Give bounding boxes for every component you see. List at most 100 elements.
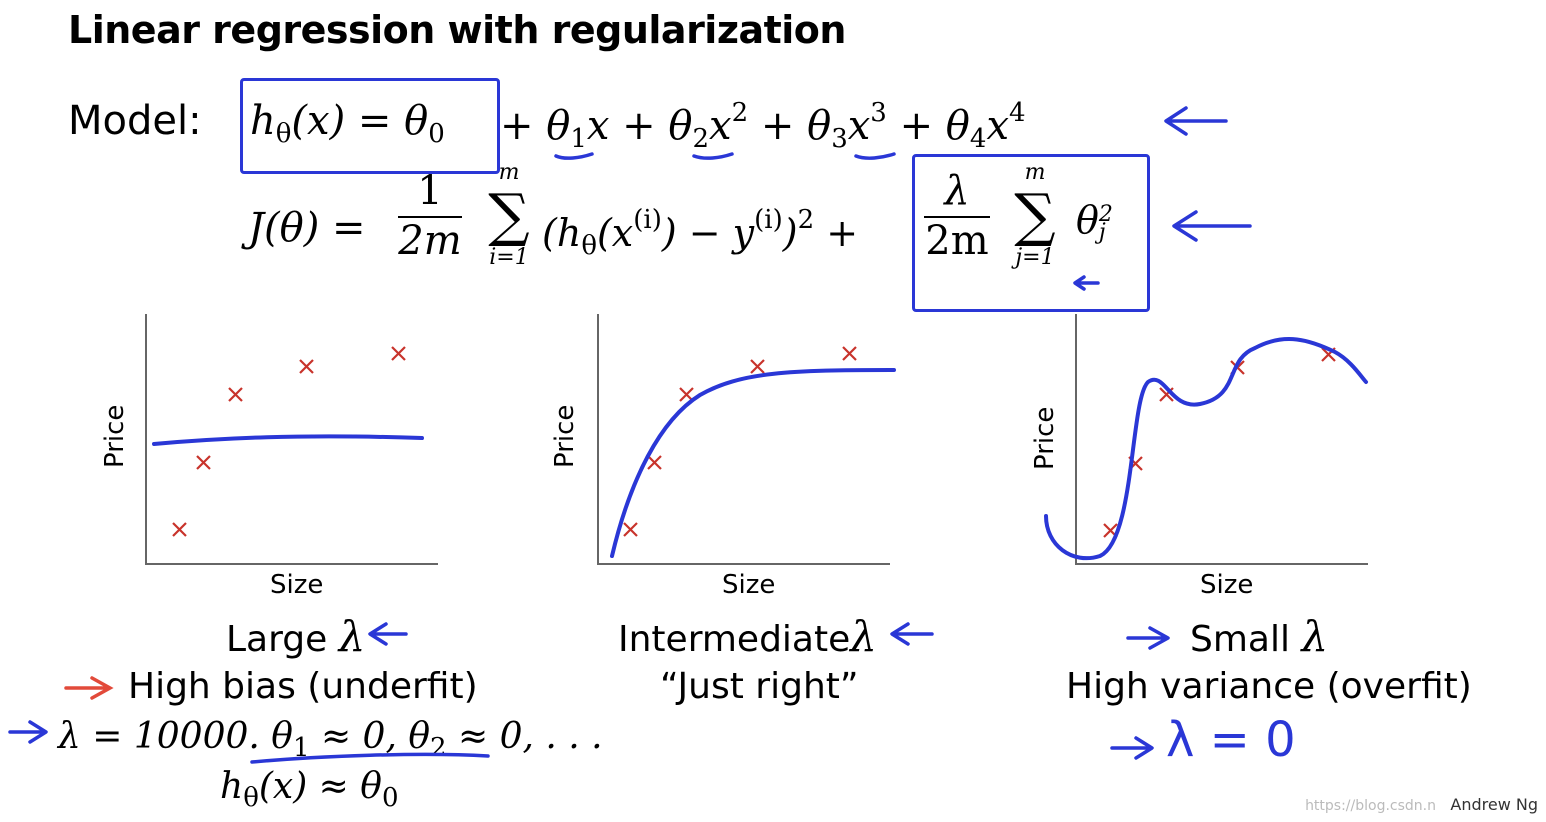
- arrow-right-lambda-eq: [8, 720, 48, 744]
- lambda-eq-mid: ≈ 0, θ: [309, 716, 431, 757]
- arrow-left-large-lambda: [368, 622, 408, 646]
- plot3-xlabel: Size: [1200, 570, 1254, 600]
- plot3-fit-curve: [1044, 337, 1368, 561]
- plot1-point: [391, 346, 406, 361]
- handwritten-lambda-zero: λ = 0: [1166, 712, 1296, 768]
- body-part1: (h: [542, 211, 582, 255]
- plot2-axes: [597, 314, 890, 565]
- regularization-highlight-box: [912, 154, 1150, 312]
- body-part3: ) − y: [661, 211, 755, 255]
- frac1-num: 1: [417, 168, 443, 214]
- term3-pow: 3: [870, 98, 887, 128]
- arrow-j-start: [1073, 275, 1100, 291]
- plot2-caption-lambda: λ: [850, 612, 877, 661]
- plot2-point: [750, 359, 765, 374]
- plot2-fit-curve: [610, 368, 896, 558]
- lambda-eq-part1: λ = 10000. θ: [58, 716, 293, 757]
- lambda-eq-end: ≈ 0, . . .: [446, 716, 603, 757]
- middle-just-right-text: “Just right”: [660, 666, 859, 707]
- body-sup2: (i): [754, 205, 783, 235]
- cost-lhs: J(θ) =: [248, 205, 366, 251]
- cost-frac2: λ 2m: [924, 168, 990, 264]
- plot2-caption-text: Intermediate: [618, 619, 851, 660]
- sum2-bot: j=1: [1015, 245, 1055, 270]
- body-sub: θ: [581, 231, 597, 261]
- plot2-point: [623, 522, 638, 537]
- plot3-axes: [1075, 314, 1368, 565]
- sum1-bot: i=1: [489, 245, 529, 270]
- plot1-points: [172, 346, 406, 537]
- arrow-left-cost: [1172, 210, 1252, 242]
- arrow-right-small-lambda: [1126, 626, 1170, 650]
- arrow-left-intermediate-lambda: [890, 622, 934, 646]
- left-bias-text: High bias (underfit): [128, 666, 478, 707]
- reg-sup: 2: [1098, 201, 1113, 227]
- term1-coef: θ: [546, 103, 571, 149]
- term2-sub: 2: [692, 124, 710, 154]
- plot1-caption-text: Large: [226, 619, 328, 660]
- h-approx-h: h: [220, 766, 244, 807]
- plot1-caption-lambda: λ: [338, 612, 366, 661]
- sum2: m ∑ j=1: [998, 160, 1072, 270]
- term3-var: x: [847, 103, 871, 149]
- term1-sub: 1: [570, 124, 587, 154]
- plot2-point: [842, 346, 857, 361]
- h-approx-equation: hθ(x) ≈ θ0: [220, 766, 399, 813]
- body-sup: (i): [633, 205, 662, 235]
- plot1-point: [172, 522, 187, 537]
- sum2-top: m: [1024, 160, 1046, 185]
- term1-var: x: [586, 103, 610, 149]
- plot2-point: [679, 387, 694, 402]
- cost-frac1: 1 2m: [398, 168, 462, 264]
- plot3-caption-text: Small: [1190, 619, 1290, 660]
- watermark-url: https://blog.csdn.n: [1305, 798, 1436, 814]
- plot1-point: [299, 359, 314, 374]
- reg-theta: θ: [1076, 198, 1099, 242]
- author-credit: Andrew Ng: [1450, 795, 1538, 814]
- hypothesis-terms: + θ1x + θ2x2 + θ3x3 + θ4x4: [500, 98, 1026, 154]
- term2-coef: θ: [668, 103, 693, 149]
- sum2-sigma: ∑: [1014, 181, 1056, 249]
- sum1-top: m: [498, 160, 520, 185]
- h-approx-sub0: 0: [381, 783, 399, 813]
- plot1-caption: Large λ: [226, 612, 365, 661]
- underline-theta-approx: [250, 752, 490, 764]
- right-variance-text: High variance (overfit): [1066, 666, 1472, 707]
- frac2-den: 2m: [924, 216, 990, 264]
- term4-coef: θ: [945, 103, 970, 149]
- arrow-left-model: [1164, 106, 1228, 136]
- term2-pow: 2: [731, 98, 749, 128]
- sum1: m ∑ i=1: [474, 160, 544, 270]
- plot2-point: [647, 455, 662, 470]
- plot1-point: [196, 455, 211, 470]
- term3-coef: θ: [807, 103, 832, 149]
- theta0-subscript: 0: [428, 119, 445, 149]
- plot1-xlabel: Size: [270, 570, 324, 600]
- cost-body: (hθ(x(i)) − y(i))2 +: [542, 205, 858, 261]
- plot1-axes: [145, 314, 438, 565]
- reg-sub: j: [1098, 219, 1106, 245]
- h-approx-sub: θ: [243, 783, 259, 813]
- hypothesis-highlight-box: [240, 78, 500, 174]
- frac1-den: 2m: [398, 216, 462, 264]
- plot2-caption: Intermediateλ: [618, 612, 877, 661]
- term2-var: x: [709, 103, 732, 149]
- lambda-large-equation: λ = 10000. θ1 ≈ 0, θ2 ≈ 0, . . .: [58, 716, 603, 763]
- hypothesis-equation: hθ(x) = θ0: [250, 98, 445, 149]
- plot2-xlabel: Size: [722, 570, 776, 600]
- plot1-point: [228, 387, 243, 402]
- lambda-eq-sub1: 1: [292, 733, 310, 763]
- plot1-fit-line: [152, 434, 424, 446]
- plot2-points: [623, 346, 857, 537]
- h-arg: (x) = θ: [291, 98, 429, 144]
- plot3-points: [1103, 347, 1336, 538]
- body-square: 2: [797, 205, 815, 235]
- sum1-sigma: ∑: [488, 181, 530, 249]
- cost-plus: +: [826, 211, 859, 255]
- slide-title: Linear regression with regularization: [68, 8, 846, 52]
- plot3-caption-lambda: λ: [1301, 612, 1329, 661]
- body-part4: ): [782, 211, 798, 255]
- arrow-right-lambda-zero: [1110, 736, 1154, 760]
